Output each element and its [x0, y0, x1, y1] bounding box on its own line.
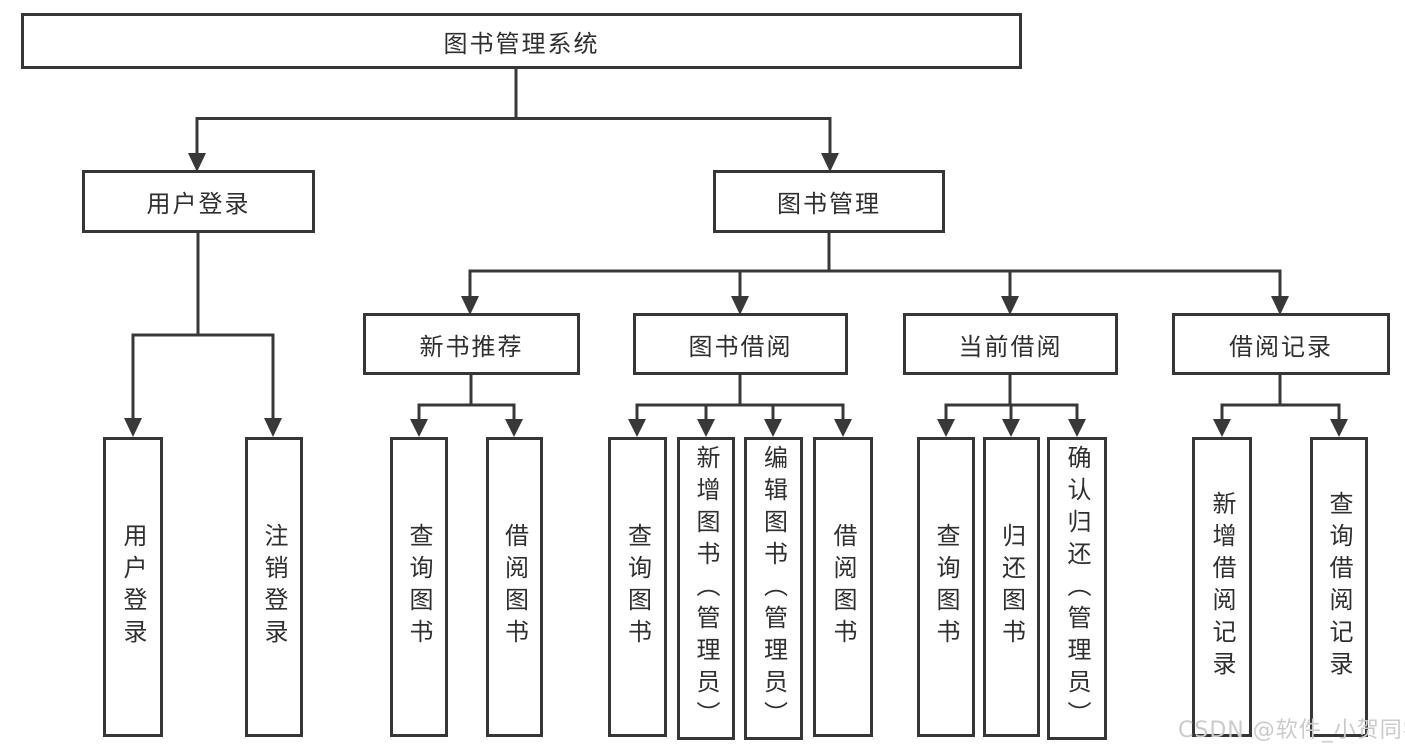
leaf-logout-label: 注销登录 [260, 523, 288, 651]
leaf-query-borrow-record: 查询借阅记录 [1310, 437, 1368, 737]
leaf-query-books-recommend-label: 查询图书 [405, 523, 433, 651]
leaf-user-login-label: 用户登录 [119, 523, 147, 651]
leaf-query-books-current-label: 查询图书 [932, 523, 960, 651]
leaf-confirm-return-admin: 确认归还（管理员） [1047, 437, 1107, 740]
leaf-return-book-label: 归还图书 [997, 523, 1026, 651]
node-user-login-label: 用户登录 [146, 190, 251, 218]
node-new-book-recommend: 新书推荐 [363, 313, 580, 375]
leaf-query-borrow-record-label: 查询借阅记录 [1325, 491, 1353, 683]
leaf-edit-book-admin-label: 编辑图书（管理员） [759, 444, 788, 733]
leaf-add-borrow-record-label: 新增借阅记录 [1208, 491, 1236, 683]
leaf-borrow-books-recommend-label: 借阅图书 [500, 523, 529, 651]
leaf-borrow-books-borrowing: 借阅图书 [813, 437, 873, 737]
leaf-query-books-current: 查询图书 [917, 437, 975, 737]
node-borrow-records-label: 借阅记录 [1229, 332, 1333, 361]
leaf-query-books-borrowing-label: 查询图书 [623, 523, 652, 651]
node-book-borrowing-label: 图书借阅 [688, 332, 793, 361]
leaf-borrow-books-recommend: 借阅图书 [486, 437, 543, 737]
node-borrow-records: 借阅记录 [1172, 313, 1390, 375]
leaf-borrow-books-borrowing-label: 借阅图书 [829, 523, 857, 651]
leaf-return-book: 归还图书 [983, 437, 1040, 737]
leaf-query-books-recommend: 查询图书 [390, 437, 448, 737]
leaf-add-book-admin-label: 新增图书（管理员） [692, 444, 720, 733]
node-new-book-recommend-label: 新书推荐 [419, 332, 524, 361]
leaf-logout: 注销登录 [245, 437, 303, 737]
leaf-user-login: 用户登录 [103, 437, 163, 737]
leaf-query-books-borrowing: 查询图书 [608, 437, 667, 737]
node-book-management-label: 图书管理 [777, 190, 881, 218]
leaf-add-book-admin: 新增图书（管理员） [677, 437, 735, 740]
node-user-login: 用户登录 [82, 170, 315, 233]
node-current-borrowing-label: 当前借阅 [958, 332, 1063, 361]
watermark: CSDN @软件_小贺同学 [1178, 718, 1405, 743]
leaf-confirm-return-admin-label: 确认归还（管理员） [1063, 444, 1091, 733]
node-current-borrowing: 当前借阅 [903, 313, 1118, 375]
node-book-management: 图书管理 [713, 170, 945, 233]
node-library-system: 图书管理系统 [21, 13, 1022, 69]
node-library-system-label: 图书管理系统 [443, 29, 600, 58]
node-book-borrowing: 图书借阅 [633, 313, 848, 375]
leaf-add-borrow-record: 新增借阅记录 [1192, 437, 1252, 737]
leaf-edit-book-admin: 编辑图书（管理员） [744, 437, 803, 740]
